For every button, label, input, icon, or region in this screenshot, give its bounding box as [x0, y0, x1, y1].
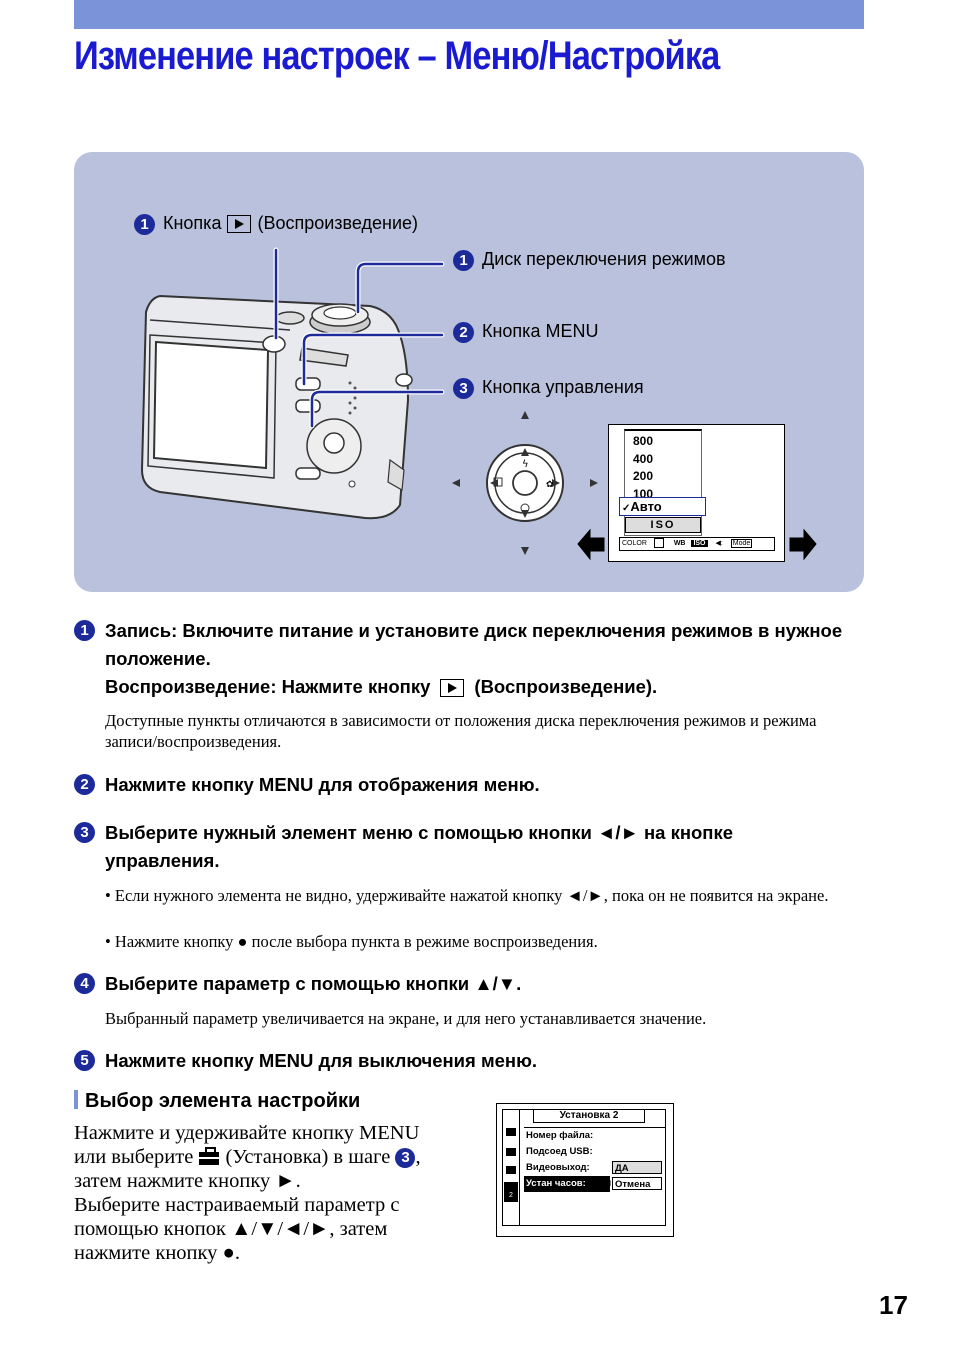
iso-menu-screen: 800 400 200 100 ✓Авто ISO COLOR WB ISO ◀…	[608, 424, 785, 562]
playback-icon	[227, 215, 252, 234]
page-title: Изменение настроек – Меню/Настройка	[74, 34, 720, 78]
step-3-bullet: • Нажмите кнопку ● после выбора пункта в…	[105, 932, 598, 951]
page-number: 17	[879, 1290, 908, 1320]
iso-option: 800	[633, 434, 654, 448]
camera-icon	[506, 1128, 516, 1136]
tab-mode: Mode	[730, 539, 753, 548]
setup-row: Видеовыход: ДА	[524, 1160, 665, 1176]
svg-text:ϟ: ϟ	[522, 459, 529, 470]
setup-section-body: Нажмите и удерживайте кнопку MENU или вы…	[74, 1122, 421, 1264]
camera-illustration: ϟ ✿	[140, 247, 817, 561]
speaker-icon: ◀:	[715, 540, 723, 547]
check-icon: ✓	[622, 503, 631, 514]
tab-iso: ISO	[691, 540, 708, 547]
setup-tab-column: 2	[503, 1110, 520, 1225]
step-1-note: Доступные пункты отличаются в зависимост…	[105, 711, 817, 751]
step-3: 3 Выберите нужный элемент меню с помощью…	[74, 819, 869, 875]
exposure-icon	[653, 538, 664, 549]
menu-tab-bar: COLOR WB ISO ◀: Mode	[619, 537, 775, 551]
header-bar	[74, 0, 864, 29]
step-3-bullet: • Если нужного элемента не видно, удержи…	[105, 886, 829, 905]
iso-menu-label: ISO	[625, 517, 701, 533]
tab-wb: WB	[673, 540, 686, 547]
setup-value: Отмена	[612, 1177, 662, 1190]
card-icon	[506, 1148, 516, 1156]
setup-screen-title: Установка 2	[533, 1110, 645, 1123]
arrow-left-icon: ◀	[605, 1180, 611, 1187]
setup-section-heading: Выбор элемента настройки	[74, 1090, 360, 1113]
step-5: 5 Нажмите кнопку MENU для выключения мен…	[74, 1047, 869, 1075]
setup-rows: Номер файла: Подсоед USB: Видеовыход: ДА…	[524, 1127, 665, 1192]
setup-row: Номер файла:	[526, 1130, 594, 1141]
setup-screen: 2 Установка 2 Номер файла: Подсоед USB: …	[496, 1103, 674, 1237]
toolbox-icon	[506, 1166, 516, 1174]
tab-color: COLOR	[622, 540, 647, 547]
step-2: 2 Нажмите кнопку MENU для отображения ме…	[74, 771, 869, 799]
setup-value: ДА	[612, 1161, 662, 1174]
setup-row: Подсоед USB:	[526, 1146, 593, 1157]
svg-text:✿: ✿	[546, 480, 554, 490]
control-button-diagram: ϟ ✿	[452, 411, 598, 555]
iso-option: 200	[633, 469, 654, 483]
setup-2-tab: 2	[504, 1182, 518, 1202]
toolbox-icon	[198, 1147, 220, 1165]
step-4-note: Выбранный параметр увеличивается на экра…	[105, 1009, 707, 1028]
setup-row-selected: Устан часов: ◀ Отмена	[524, 1176, 665, 1192]
iso-selected-option: ✓Авто	[619, 497, 706, 516]
iso-option: 400	[633, 451, 654, 466]
step-1: 1 Запись: Включите питание и установите …	[74, 617, 869, 701]
step-4: 4 Выберите параметр с помощью кнопки ▲/▼…	[74, 970, 869, 998]
playback-icon	[440, 679, 465, 698]
